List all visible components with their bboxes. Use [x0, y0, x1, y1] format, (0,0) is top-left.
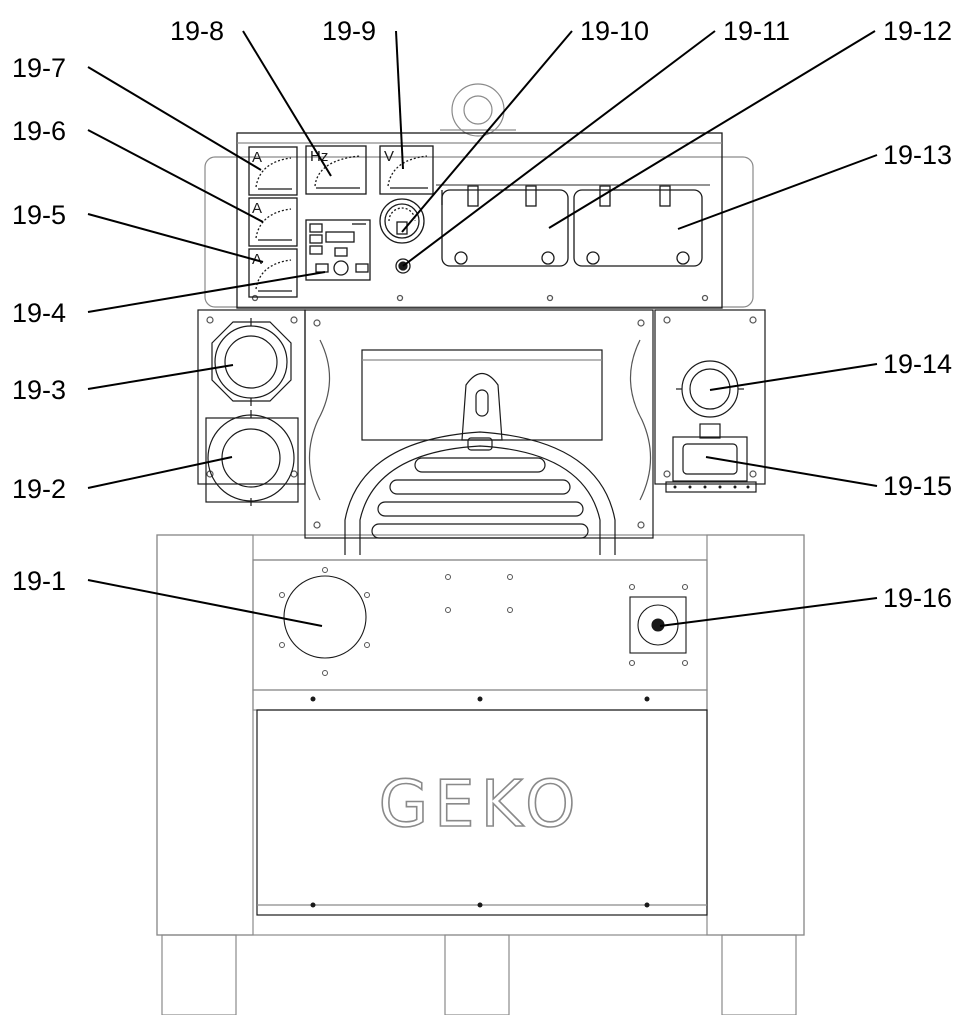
leader-19-7 — [87, 66, 262, 171]
callout-label-19-4: 19-4 — [12, 298, 66, 328]
socket-box-19-12 — [441, 185, 569, 267]
gauge-ammeter-19-6: A — [248, 197, 298, 247]
leader-19-12 — [548, 30, 876, 229]
left-panel-body — [197, 309, 306, 485]
leader-19-8 — [242, 30, 332, 177]
leader-19-9 — [395, 30, 404, 170]
callout-leaders — [87, 30, 878, 627]
control-panel-body — [236, 132, 723, 309]
leader-19-1 — [87, 579, 323, 627]
fuel-gauge-19-10 — [379, 198, 425, 244]
callout-label-19-13: 19-13 — [883, 140, 952, 170]
lower-cover-panel — [252, 689, 708, 916]
leader-19-5 — [87, 213, 264, 263]
callout-label-19-10: 19-10 — [580, 16, 649, 46]
callout-label-19-8: 19-8 — [170, 16, 224, 46]
foot-center — [444, 934, 510, 1016]
socket-19-3 — [211, 318, 292, 406]
control-panel: A A A Hz V — [236, 132, 723, 309]
callout-label-19-11: 19-11 — [723, 16, 790, 46]
callout-label-19-6: 19-6 — [12, 116, 66, 146]
callout-label-19-9: 19-9 — [322, 16, 376, 46]
leader-19-13 — [677, 154, 878, 230]
callout-label-19-16: 19-16 — [883, 583, 952, 613]
callout-label-19-3: 19-3 — [12, 375, 66, 405]
leader-19-14 — [709, 363, 878, 391]
socket-19-14 — [676, 360, 744, 418]
alternator-vents — [371, 437, 589, 539]
leader-19-15 — [705, 456, 878, 487]
front-plate-fittings — [279, 567, 689, 676]
right-socket-panel — [654, 309, 766, 493]
right-panel-body — [654, 309, 766, 485]
callout-label-19-12: 19-12 — [883, 16, 952, 46]
emergency-stop-housing — [629, 596, 687, 654]
alternator-lifting-lug — [461, 372, 503, 441]
foot-left — [161, 934, 237, 1016]
gauge-ammeter-19-5: A — [248, 248, 298, 298]
foot-right — [721, 934, 797, 1016]
callout-label-19-15: 19-15 — [883, 471, 952, 501]
leader-19-10 — [401, 30, 573, 233]
leader-19-16 — [659, 597, 878, 627]
rear-housing — [204, 156, 754, 308]
round-cover-19-1 — [283, 575, 367, 659]
alternator-dome — [344, 431, 616, 555]
callout-label-19-2: 19-2 — [12, 474, 66, 504]
gauge-label-19-7: A — [252, 149, 262, 166]
emergency-stop-button — [637, 604, 679, 646]
callout-label-19-1: 19-1 — [12, 566, 66, 596]
callout-label-19-5: 19-5 — [12, 200, 66, 230]
callout-labels: 19-1 19-2 19-3 19-4 19-5 19-6 19-7 19-8 … — [12, 16, 952, 613]
alternator-frame — [304, 309, 654, 539]
engine-controller-19-4 — [305, 219, 371, 281]
leader-19-3 — [87, 364, 234, 390]
gauge-ammeter-19-7: A — [248, 146, 298, 196]
gauge-voltmeter-19-9: V — [379, 145, 434, 195]
socket-19-2 — [205, 410, 299, 506]
callout-label-19-7: 19-7 — [12, 53, 66, 83]
geko-logo: GEKO — [379, 768, 582, 842]
lifting-eye — [451, 83, 505, 137]
gauge-label-19-6: A — [252, 200, 262, 217]
alternator-section — [304, 309, 654, 555]
frame-left-post — [156, 534, 254, 936]
gauge-frequency-19-8: Hz — [305, 145, 367, 195]
indicator-lamp-19-11 — [395, 258, 411, 274]
leader-19-4 — [87, 271, 326, 313]
connector-19-15 — [665, 423, 757, 493]
leader-19-11 — [402, 30, 716, 267]
engine-block — [361, 349, 603, 441]
callout-label-19-14: 19-14 — [883, 349, 952, 379]
leader-19-6 — [87, 129, 264, 223]
frame-right-post — [706, 534, 805, 936]
left-socket-panel — [197, 309, 306, 506]
socket-box-19-13 — [573, 185, 703, 267]
gauge-label-19-9: V — [384, 148, 394, 165]
leader-19-2 — [87, 456, 233, 489]
